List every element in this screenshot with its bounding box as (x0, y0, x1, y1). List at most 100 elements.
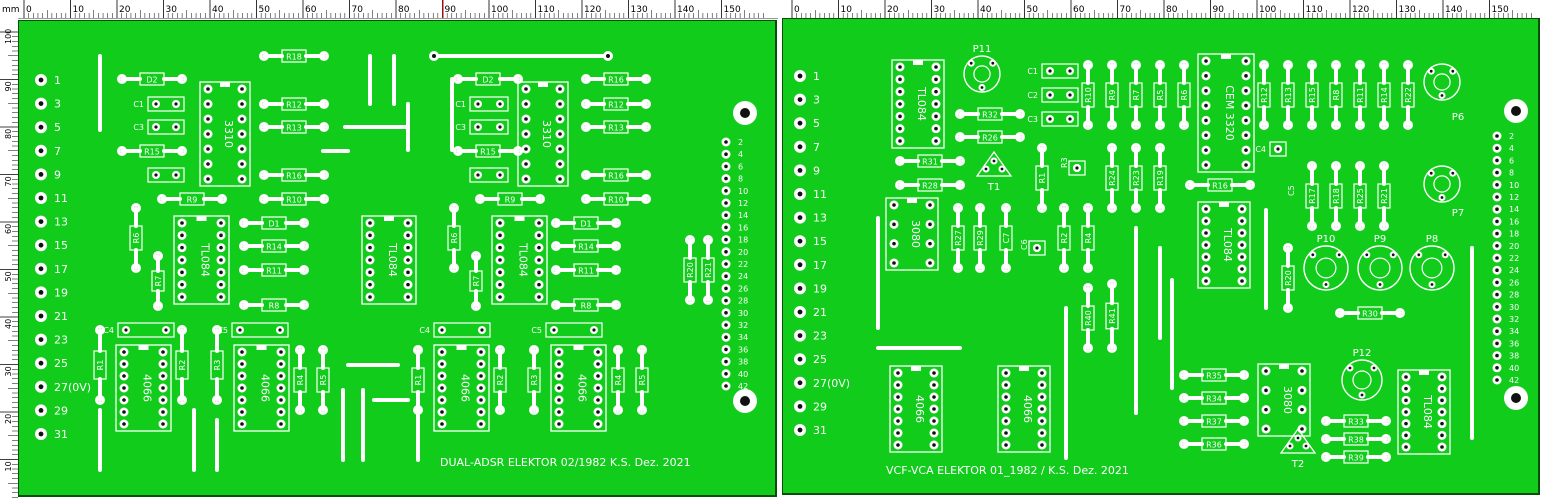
drill-hole (279, 410, 283, 414)
drill-hole (557, 362, 561, 366)
drill-hole (154, 173, 158, 177)
drill-hole (1404, 375, 1408, 379)
drill-hole (406, 270, 410, 275)
resistor-body (1201, 414, 1227, 428)
ruler-label: 0 (794, 5, 800, 15)
capacitor-body (1269, 141, 1287, 157)
connector-pin-label: 9 (54, 168, 61, 181)
drill-hole (498, 221, 502, 225)
ic-label: 4066 (1021, 395, 1034, 423)
connector-pin-label: 17 (813, 259, 827, 272)
drill-hole (524, 102, 528, 106)
ic-notch (911, 366, 921, 371)
drill-hole (1004, 371, 1008, 375)
resistor-label: R16 (1212, 182, 1228, 191)
drill-hole (279, 350, 283, 354)
drill-hole (240, 374, 244, 378)
drill-hole (558, 162, 562, 166)
resistor-label: D2 (146, 76, 157, 85)
connector-pin-label: 5 (813, 117, 820, 130)
drill-hole (368, 258, 372, 262)
drill-hole (1244, 148, 1248, 152)
resistor-body (527, 367, 541, 393)
resistor-body (573, 216, 599, 230)
resistor-body (603, 168, 629, 182)
connector-pin-label: 26 (1509, 278, 1519, 287)
capacitor-label: C3 (133, 123, 144, 132)
drill-hole (154, 125, 158, 129)
resistor-label: R19 (1156, 170, 1165, 186)
drill-hole (1360, 393, 1364, 397)
resistor-body (1105, 302, 1119, 330)
drill-hole (932, 371, 936, 375)
ruler-label: 100 (4, 29, 13, 44)
ic-notch (384, 216, 394, 221)
potentiometer-wiper (1352, 370, 1372, 390)
drill-hole (797, 97, 803, 102)
resistor-label: R28 (922, 182, 938, 191)
drill-hole (161, 386, 165, 390)
potentiometer-label: P7 (1452, 208, 1464, 219)
ic-label: 4066 (141, 374, 154, 402)
drill-hole (1004, 407, 1008, 411)
drill-hole (724, 384, 728, 388)
capacitor-body (147, 167, 185, 183)
connector-pin-label: 1 (813, 70, 820, 83)
connector-pin-label: 14 (1509, 205, 1519, 214)
connector-pin-label: 9 (813, 164, 820, 177)
drill-hole (596, 386, 600, 390)
drill-hole (592, 328, 596, 332)
connector-pin-label: 27(0V) (54, 381, 91, 394)
resistor-label: R18 (1332, 188, 1341, 204)
capacitor-body (231, 322, 289, 338)
drill-hole (1440, 421, 1444, 426)
potentiometer-label: P12 (1353, 348, 1372, 359)
capacitor-label: C4 (419, 326, 430, 335)
drill-hole (1075, 166, 1079, 170)
drill-hole (1204, 267, 1208, 271)
drill-hole (38, 266, 44, 272)
resistor-label: R16 (286, 172, 302, 181)
resistor-body (1281, 82, 1295, 108)
drill-hole (1048, 69, 1052, 73)
resistor-body (683, 257, 697, 283)
drill-hole (476, 173, 480, 177)
ic-label: 4066 (913, 395, 926, 423)
resistor-label: R8 (581, 302, 592, 311)
drill-hole (797, 191, 803, 197)
resistor-label: R2 (496, 375, 505, 386)
potentiometer-label: P10 (1317, 234, 1336, 245)
drill-hole (898, 65, 902, 69)
resistor-body (175, 350, 189, 380)
connector-pin-label: 3 (813, 94, 820, 107)
drill-hole (1276, 147, 1280, 151)
capacitor-label: C3 (455, 123, 466, 132)
drill-hole (206, 162, 210, 166)
drill-hole (1004, 431, 1008, 435)
ruler-label: 50 (1027, 5, 1039, 15)
drill-hole (1240, 207, 1244, 211)
drill-hole (724, 335, 728, 340)
drill-hole (38, 408, 44, 413)
drill-hole (240, 117, 244, 121)
ruler-label: 140 (677, 5, 694, 15)
resistor-body (603, 72, 629, 86)
drill-hole (476, 102, 480, 106)
connector-pin-label: 6 (1509, 156, 1514, 165)
ruler-label: 10 (841, 5, 853, 15)
resistor-body (447, 225, 461, 251)
drill-hole (1311, 253, 1315, 257)
drill-hole (724, 372, 728, 376)
drill-hole (898, 139, 902, 143)
ic-label: 3080 (1281, 386, 1294, 414)
connector-pin-label: 2 (1509, 132, 1514, 141)
ruler-label: 100 (1259, 5, 1276, 15)
ruler-label: 70 (352, 5, 364, 15)
drill-hole (440, 362, 444, 366)
drill-hole (161, 410, 165, 414)
resistor-label: R5 (319, 375, 328, 386)
drill-hole (896, 431, 900, 435)
resistor-label: R25 (1356, 188, 1365, 204)
drill-hole (1040, 395, 1044, 399)
resistor-label: R5 (1156, 90, 1165, 101)
